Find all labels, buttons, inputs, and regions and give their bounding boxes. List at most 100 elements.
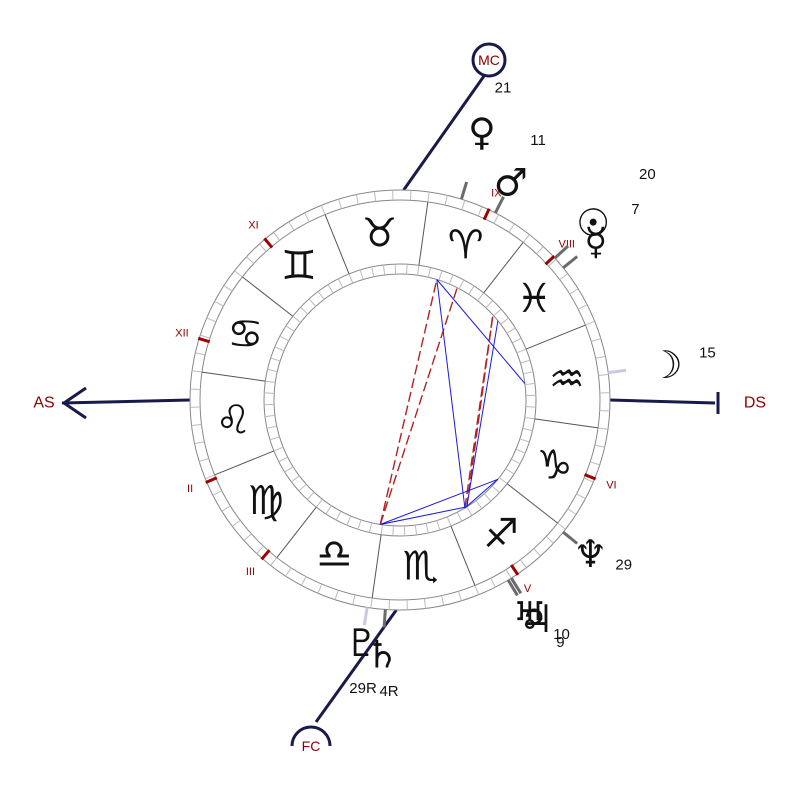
aspect-line bbox=[436, 279, 466, 509]
outer-degree-tick bbox=[273, 231, 281, 241]
outer-degree-tick bbox=[590, 461, 600, 466]
sign-divider bbox=[242, 276, 294, 317]
aspect-line bbox=[464, 478, 499, 509]
sun-icon: ☉ bbox=[576, 201, 610, 245]
inner-degree-tick bbox=[458, 279, 465, 289]
outer-degree-tick bbox=[212, 490, 223, 496]
inner-degree-tick bbox=[456, 512, 463, 522]
inner-degree-tick bbox=[267, 368, 278, 373]
sign-divider bbox=[525, 324, 586, 350]
outer-degree-tick bbox=[536, 246, 544, 255]
house-label: VI bbox=[606, 479, 616, 491]
outer-degree-tick bbox=[206, 317, 217, 323]
inner-degree-tick bbox=[359, 269, 364, 280]
inner-degree-tick bbox=[269, 436, 280, 441]
outer-degree-tick bbox=[508, 223, 515, 233]
outer-degree-tick bbox=[191, 370, 203, 373]
outer-degree-tick bbox=[355, 194, 359, 205]
outer-degree-tick bbox=[477, 206, 483, 217]
outer-degree-tick bbox=[533, 548, 541, 557]
outer-degree-tick bbox=[427, 191, 430, 203]
inner-degree-tick bbox=[306, 491, 315, 500]
saturn-pointer bbox=[382, 609, 387, 628]
inner-degree-tick bbox=[298, 483, 307, 492]
inner-degree-tick bbox=[278, 456, 288, 463]
sign-divider bbox=[450, 525, 476, 586]
outer-degree-tick bbox=[373, 191, 377, 202]
ascendant-arrow bbox=[61, 386, 87, 420]
outer-degree-tick bbox=[577, 304, 588, 310]
outer-degree-tick bbox=[191, 423, 202, 427]
sign-divider bbox=[276, 506, 317, 558]
outer-degree-tick bbox=[569, 288, 579, 295]
outer-degree-tick bbox=[338, 199, 343, 209]
house-label: VIII bbox=[558, 239, 575, 251]
sagittarius-sign-icon: ♐ bbox=[483, 511, 519, 557]
inner-degree-tick bbox=[348, 273, 354, 284]
outer-degree-tick bbox=[441, 595, 445, 606]
inner-degree-tick bbox=[466, 506, 473, 516]
house-cusp-marker bbox=[263, 237, 274, 249]
outer-degree-tick bbox=[259, 243, 267, 252]
outer-degree-tick bbox=[270, 557, 278, 566]
gemini-sign-icon: ♊ bbox=[281, 243, 317, 289]
inner-degree-tick bbox=[520, 359, 531, 364]
house-cusp-marker bbox=[205, 476, 218, 484]
outer-degree-tick bbox=[598, 373, 609, 377]
mercury-icon: ☿ bbox=[584, 219, 607, 263]
house-cusp-marker bbox=[510, 564, 520, 576]
angle-lines-layer bbox=[61, 75, 720, 723]
uranus-pointer bbox=[506, 579, 519, 597]
inner-degree-tick bbox=[519, 438, 530, 443]
house-label: XI bbox=[248, 219, 258, 231]
house-label: III bbox=[246, 566, 255, 578]
descendant-axis-line bbox=[609, 398, 716, 405]
inner-degree-tick bbox=[414, 524, 418, 536]
ascendant-label: AS bbox=[33, 395, 54, 412]
sign-divider bbox=[506, 483, 558, 524]
sign-divider bbox=[214, 450, 275, 476]
inner-degree-tick bbox=[516, 348, 527, 354]
inner-degree-tick bbox=[337, 278, 344, 288]
scorpio-sign-icon: ♏ bbox=[403, 544, 439, 590]
inner-degree-tick bbox=[392, 525, 394, 536]
outer-degree-tick bbox=[200, 334, 210, 339]
inner-ring bbox=[273, 273, 527, 527]
outer-degree-tick bbox=[352, 594, 356, 605]
outer-degree-tick bbox=[493, 214, 500, 224]
saturn-icon: ♄ bbox=[365, 632, 399, 676]
inner-degree-tick bbox=[264, 392, 275, 394]
sign-divider bbox=[201, 371, 266, 382]
neptune-degree-label: 29 bbox=[615, 557, 632, 574]
outer-degree-tick bbox=[334, 590, 339, 600]
midheaven-marker: MC bbox=[471, 42, 507, 78]
outer-degree-tick bbox=[522, 234, 530, 243]
descendant-label: DS bbox=[744, 395, 766, 412]
outer-degree-tick bbox=[457, 591, 462, 601]
taurus-sign-icon: ♉ bbox=[362, 210, 398, 256]
inner-degree-tick bbox=[522, 427, 533, 432]
outer-degree-tick bbox=[285, 567, 292, 577]
inner-degree-tick bbox=[325, 505, 332, 515]
inner-degree-tick bbox=[264, 414, 276, 418]
inner-degree-tick bbox=[417, 265, 420, 276]
house-label: XII bbox=[175, 327, 188, 339]
sign-divider bbox=[324, 214, 350, 275]
inner-degree-tick bbox=[524, 417, 535, 420]
jupiter-icon: ♃ bbox=[520, 597, 554, 641]
house-cusp-marker bbox=[482, 208, 491, 221]
aquarius-sign-icon: ♒ bbox=[549, 357, 585, 403]
sign-divider bbox=[371, 534, 382, 599]
outer-degree-tick bbox=[409, 190, 412, 201]
imum-coeli-label: FC bbox=[302, 738, 321, 754]
outer-degree-tick bbox=[234, 270, 243, 278]
leo-sign-icon: ♌ bbox=[215, 397, 251, 443]
inner-degree-tick bbox=[315, 498, 323, 508]
outer-degree-tick bbox=[595, 355, 606, 359]
outer-degree-tick bbox=[576, 493, 586, 500]
aries-sign-icon: ♈ bbox=[448, 222, 484, 268]
uranus-icon: ♅ bbox=[513, 594, 547, 638]
inner-degree-tick bbox=[511, 458, 521, 465]
saturn-degree-label: 4R bbox=[379, 683, 398, 700]
